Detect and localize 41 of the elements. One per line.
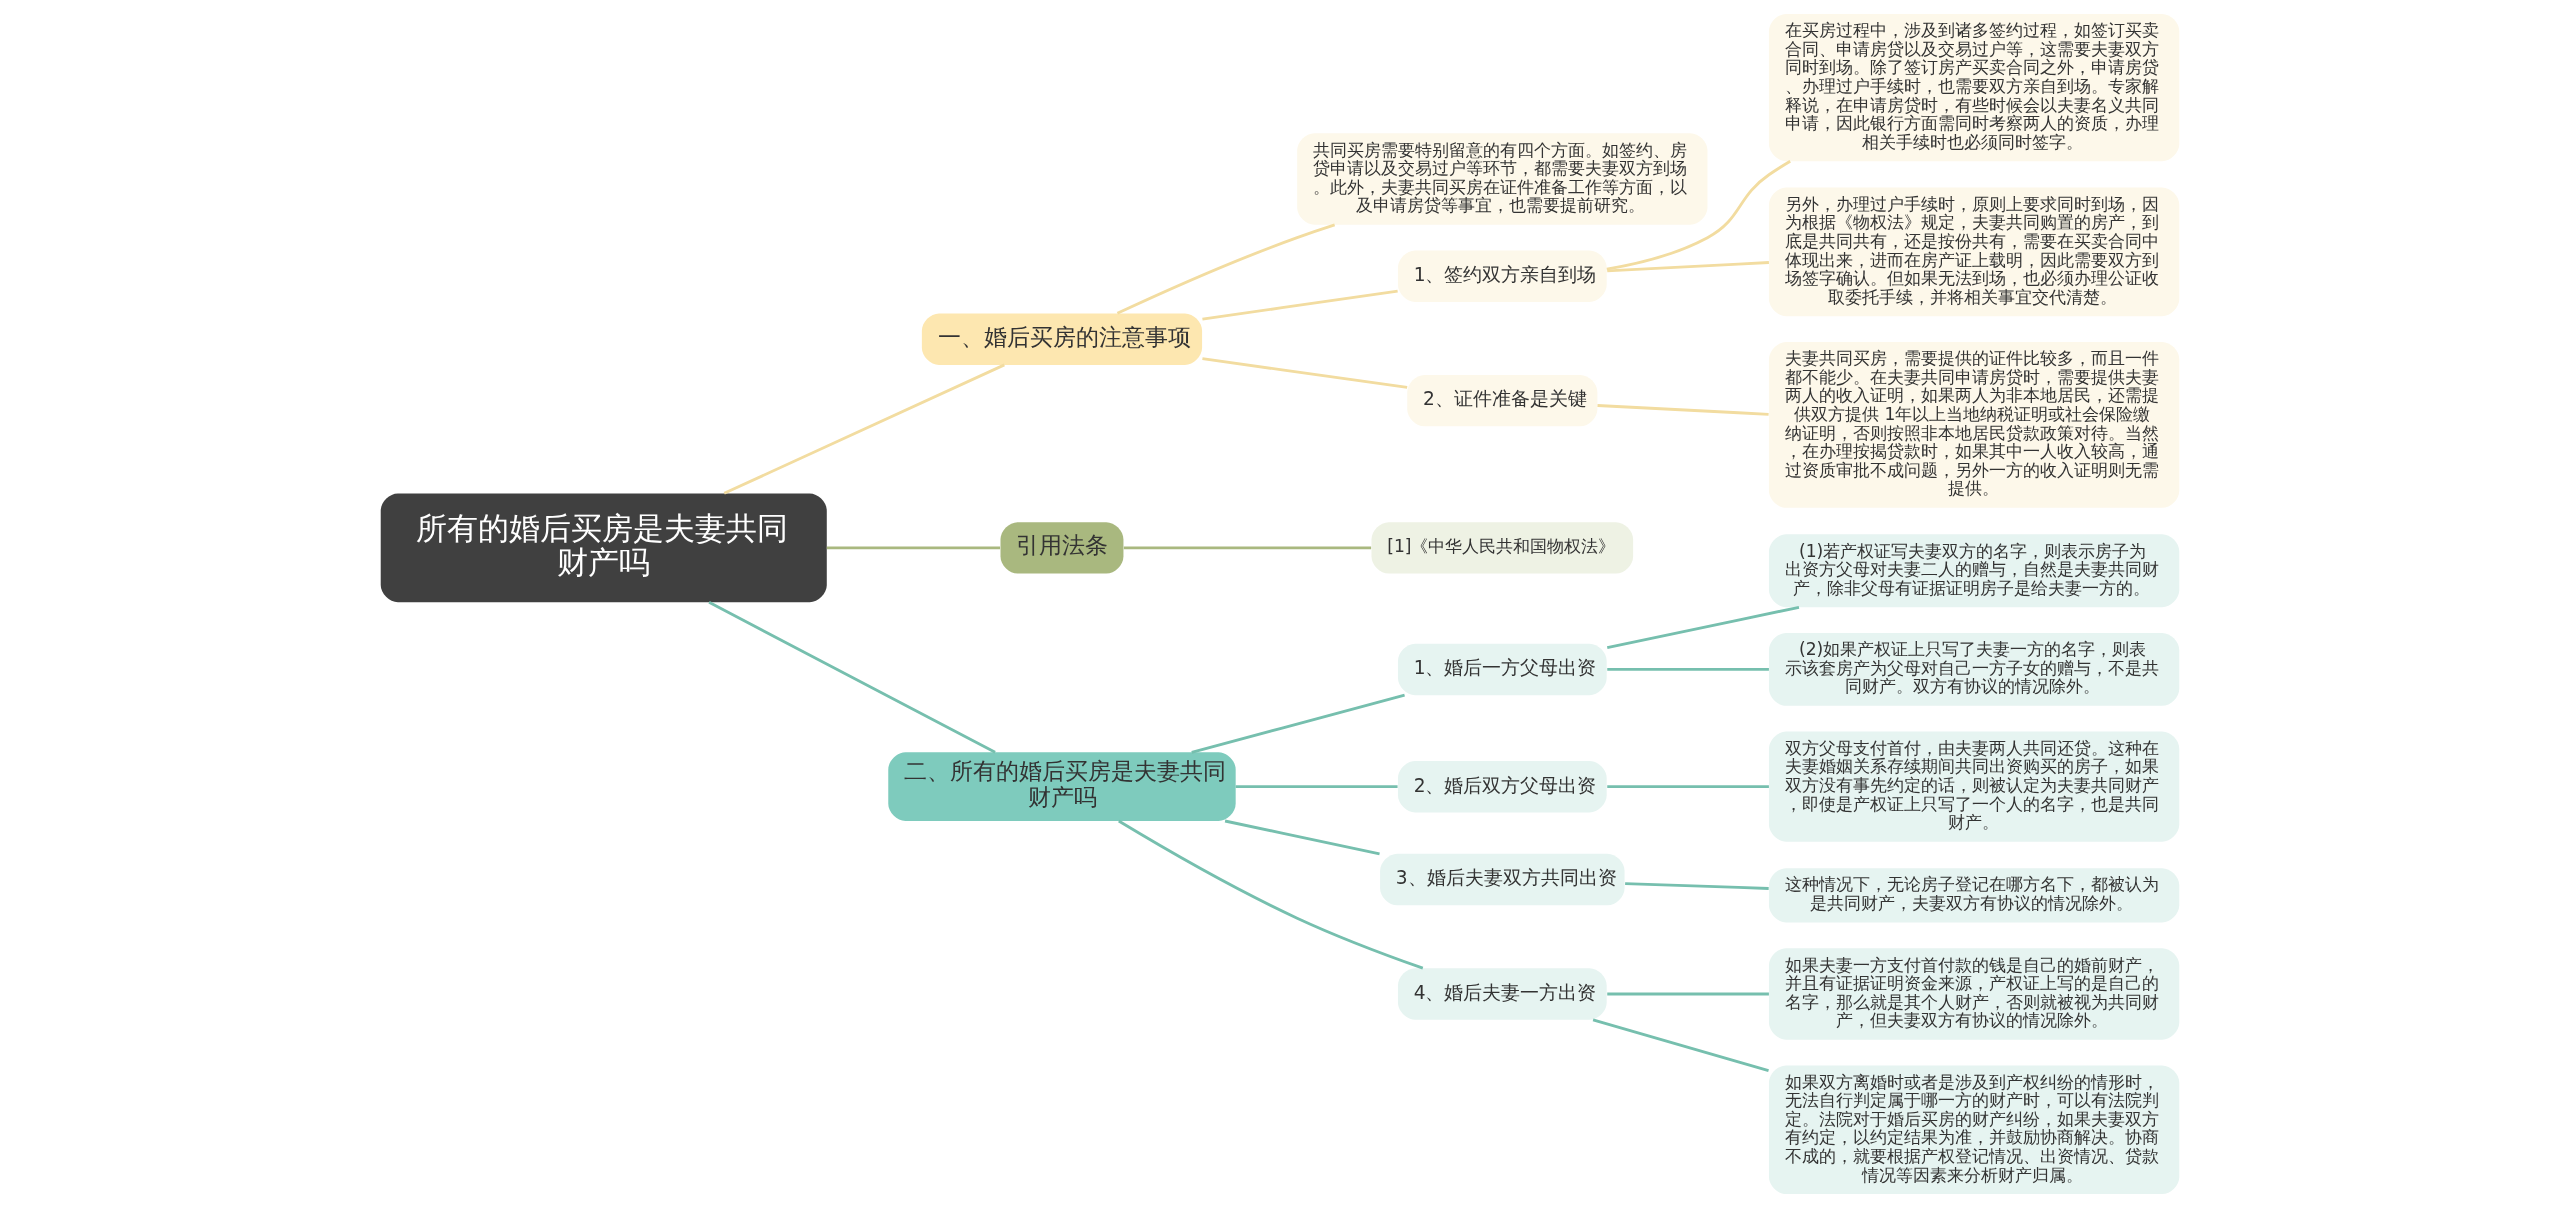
node-box: 如果双方离婚时或者是涉及到产权纠纷的情形时，无法自行判定属于哪一方的财产时，可以有法院判定。法院对于婚后买房的财产纠纷，如果夫妻双方有约定，以约定结果为准，并鼓励协商解决。协商不成的，就要根据产权登记情况、出资情况、贷款情况等因素来分析财产归属。 bbox=[1768, 1065, 2180, 1195]
node-box: 1、婚后一方父母出资 bbox=[1397, 643, 1607, 696]
connector bbox=[1202, 289, 1398, 321]
connector bbox=[1606, 605, 1800, 650]
connector bbox=[1235, 785, 1398, 789]
node-box: 这种情况下，无论房子登记在哪方名下，都被认为是共同财产，夫妻双方有协议的情况除外。 bbox=[1768, 868, 2180, 923]
node-box: 在买房过程中，涉及到诸多签约过程，如签订买卖合同、申请房贷以及交易过户等，这需要夫妻双方同时到场。除了签订房产买卖合同之外，申请房贷、办理过户手续时，也需要双方亲自到场。专家解释说，在申请房贷时，有些时候会以夫妻名义共同申请，因此银行方面需同时考察两人的资质，办理相关手续时也必须同时签字。 bbox=[1768, 13, 2180, 162]
node-box: 共同买房需要特别留意的有四个方面。如签约、房贷申请以及交易过户等环节，都需要夫妻双方到场。此外，夫妻共同买房在证件准备工作等方面，以及申请房贷等事宜，也需要提前研究。 bbox=[1297, 133, 1708, 225]
connector bbox=[1607, 261, 1769, 273]
node-box: 夫妻共同买房，需要提供的证件比较多，而且一件都不能少。在夫妻共同申请房贷时，需要提供夫妻两人的收入证明，如果两人为非本地居民，还需提供双方提供 1年以上当地纳税证明或社会保险缴纳证明，否则按照非本地居民贷款政策对待。当然，在办理按揭贷款时，如果其中一人收入较高，通过资质审批不成问题，另外一方的收入证明则无需提供。 bbox=[1768, 342, 2180, 508]
connector bbox=[1224, 819, 1380, 856]
connector bbox=[723, 363, 1005, 495]
connector bbox=[1606, 160, 1791, 271]
node-box: 3、婚后夫妻双方共同出资 bbox=[1380, 853, 1625, 906]
connector bbox=[1202, 357, 1408, 389]
connector bbox=[1625, 882, 1769, 890]
connector bbox=[708, 601, 996, 754]
connector bbox=[1118, 819, 1424, 970]
connector bbox=[1607, 785, 1769, 789]
node-box: 1、签约双方亲自到场 bbox=[1397, 250, 1607, 302]
connector bbox=[1607, 668, 1769, 671]
node-box: 另外，办理过户手续时，原则上要求同时到场，因为根据《物权法》规定，夫妻共同购置的房产，到底是共同共有，还是按份共有，需要在买卖合同中体现出来，进而在房产证上载明，因此需要双方到场签字确认。但如果无法到场，也必须办理公证收取委托手续，并将相关事宜交代清楚。 bbox=[1768, 187, 2180, 317]
node-box: (1)若产权证写夫妻双方的名字，则表示房子为出资方父母对夫妻二人的赠与，自然是夫妻共同财产，除非父母有证据证明房子是给夫妻一方的。 bbox=[1768, 534, 2180, 608]
connector bbox=[1116, 223, 1336, 315]
node-box: 双方父母支付首付，由夫妻两人共同还贷。这种在夫妻婚姻关系存续期间共同出资购买的房子，如果双方没有事先约定的话，则被认定为夫妻共同财产，即使是产权证上只写了一个人的名字，也是共同财产。 bbox=[1768, 731, 2180, 842]
node-box: 所有的婚后买房是夫妻共同财产吗 bbox=[380, 493, 827, 603]
node-box: 如果夫妻一方支付首付款的钱是自己的婚前财产，并且有证据证明资金来源，产权证上写的是自己的名字，那么就是其个人财产，否则就被视为共同财产，但夫妻双方有协议的情况除外。 bbox=[1768, 948, 2180, 1040]
node-box: [1]《中华人民共和国物权法》 bbox=[1371, 522, 1634, 574]
connector bbox=[1191, 693, 1405, 754]
node-box: 二、所有的婚后买房是夫妻共同财产吗 bbox=[888, 752, 1236, 821]
node-box: 4、婚后夫妻一方出资 bbox=[1397, 968, 1607, 1020]
node-box: 一、婚后买房的注意事项 bbox=[921, 313, 1203, 365]
connector bbox=[1597, 404, 1769, 416]
connector bbox=[1592, 1018, 1769, 1072]
node-box: 2、证件准备是关键 bbox=[1407, 374, 1598, 427]
node-box: 引用法条 bbox=[1000, 522, 1124, 574]
node-box: 2、婚后双方父母出资 bbox=[1397, 760, 1607, 813]
node-box: (2)如果产权证上只写了夫妻一方的名字，则表示该套房产为父母对自己一方子女的赠与，不是共同财产。双方有协议的情况除外。 bbox=[1768, 632, 2180, 706]
connector bbox=[826, 546, 1001, 550]
connector bbox=[1607, 992, 1769, 996]
connector bbox=[1123, 546, 1372, 550]
